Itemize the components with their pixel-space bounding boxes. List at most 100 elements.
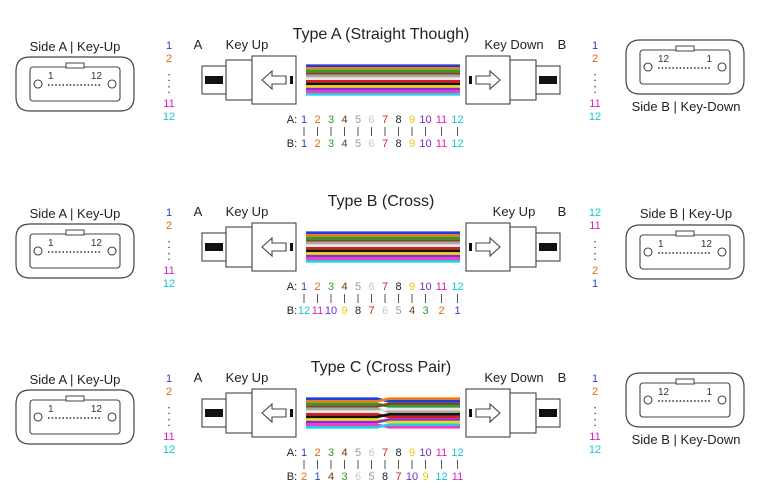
latch-body xyxy=(225,392,253,434)
mapping-b-number: 3 xyxy=(422,305,428,317)
left-fiber-number: 1 xyxy=(166,40,172,52)
ellipsis-dots: : xyxy=(167,69,171,84)
key-mark xyxy=(290,243,293,251)
guide-hole xyxy=(33,412,43,422)
mapping-a-number: 10 xyxy=(419,281,431,293)
mapping-a-number: 8 xyxy=(395,114,401,126)
connector-face-right: 12 1 xyxy=(625,39,745,95)
fiber-number-label: 1 xyxy=(706,54,712,65)
key-mark xyxy=(290,409,293,417)
right-fiber-number: 11 xyxy=(589,98,600,110)
plug-left xyxy=(201,222,297,272)
left-fiber-number: 11 xyxy=(163,265,174,277)
mapping-a-number: 11 xyxy=(436,281,447,293)
ellipsis-dots: : xyxy=(167,402,171,417)
mapping-b-number: 1 xyxy=(314,471,320,483)
mapping-b-number: 2 xyxy=(438,305,444,317)
mapping-a-number: 11 xyxy=(436,114,447,126)
right-fiber-number: 2 xyxy=(592,386,598,398)
boot-core xyxy=(205,409,223,417)
end-a-label: A xyxy=(194,37,203,52)
ellipsis-dots: : xyxy=(593,69,597,84)
fiber-line xyxy=(306,397,460,403)
key-arrow-icon xyxy=(261,69,287,91)
mapping-b-number: 11 xyxy=(452,471,463,483)
end-a-label: A xyxy=(194,204,203,219)
boot-core xyxy=(205,76,223,84)
row-title: Type B (Cross) xyxy=(328,193,435,210)
ellipsis-dots: : xyxy=(593,81,597,96)
right-fiber-number: 11 xyxy=(589,220,600,232)
ellipsis-dots: : xyxy=(167,248,171,263)
left-fiber-number: 1 xyxy=(166,207,172,219)
mapping-b-number: 6 xyxy=(355,471,361,483)
mapping-a-number: 3 xyxy=(328,114,334,126)
mapping-a-number: 5 xyxy=(355,281,361,293)
mapping-b-number: 12 xyxy=(298,305,310,317)
side-right-label: Side B | Key-Up xyxy=(640,206,732,221)
key-tab xyxy=(675,45,695,52)
mapping-a-number: 7 xyxy=(382,281,388,293)
mapping-b-number: 4 xyxy=(341,138,347,150)
left-fiber-number: 12 xyxy=(163,278,175,290)
fiber-line xyxy=(306,413,460,419)
key-arrow-icon xyxy=(475,69,501,91)
key-arrow-icon xyxy=(261,236,287,258)
key-tab xyxy=(65,62,85,69)
mapping-b-number: 7 xyxy=(368,305,374,317)
mapping-a-number: 12 xyxy=(451,114,463,126)
mapping-b-number: 8 xyxy=(355,305,361,317)
guide-hole xyxy=(107,79,117,89)
key-mark xyxy=(290,76,293,84)
mapping-a-number: 3 xyxy=(328,281,334,293)
latch-body xyxy=(225,226,253,268)
row-title: Type A (Straight Though) xyxy=(293,26,470,43)
mapping-b-number: 3 xyxy=(328,138,334,150)
fiber-number-label: 12 xyxy=(658,54,670,65)
latch-body xyxy=(509,392,537,434)
key-left-label: Key Up xyxy=(226,204,269,219)
mapping-a-number: 5 xyxy=(355,447,361,459)
mapping-a-number: 1 xyxy=(301,281,307,293)
guide-hole xyxy=(717,395,727,405)
left-fiber-number: 11 xyxy=(163,431,174,443)
plug-left xyxy=(201,55,297,105)
mapping-a-number: 9 xyxy=(409,447,415,459)
mapping-a-number: 2 xyxy=(314,114,320,126)
mapping-b-number: 6 xyxy=(382,305,388,317)
mapping-prefix-b: B: xyxy=(287,471,297,483)
left-fiber-number: 12 xyxy=(163,444,175,456)
fiber-number-label: 1 xyxy=(48,404,54,415)
mapping-a-number: 9 xyxy=(409,281,415,293)
fiber-ribbon xyxy=(306,397,460,429)
row-title: Type C (Cross Pair) xyxy=(311,359,451,376)
end-b-label: B xyxy=(558,370,567,385)
guide-hole xyxy=(717,247,727,257)
guide-hole xyxy=(107,246,117,256)
mapping-prefix-a: A: xyxy=(287,281,297,293)
mapping-a-number: 7 xyxy=(382,447,388,459)
guide-hole xyxy=(643,247,653,257)
mapping-b-number: 11 xyxy=(312,305,323,317)
ellipsis-dots: : xyxy=(593,402,597,417)
fiber-line xyxy=(306,407,460,413)
mapping-a-number: 9 xyxy=(409,114,415,126)
mapping-b-number: 5 xyxy=(368,471,374,483)
mapping-a-number: 2 xyxy=(314,447,320,459)
mapping-b-number: 9 xyxy=(422,471,428,483)
ferrule xyxy=(29,66,121,102)
mapping-a-number: 12 xyxy=(451,281,463,293)
side-left-label: Side A | Key-Up xyxy=(30,206,121,221)
guide-hole xyxy=(643,62,653,72)
key-mark xyxy=(469,243,472,251)
mapping-a-number: 2 xyxy=(314,281,320,293)
mapping-b-number: 9 xyxy=(409,138,415,150)
plug-right xyxy=(465,222,561,272)
right-fiber-number: 1 xyxy=(592,278,598,290)
end-a-label: A xyxy=(194,370,203,385)
mapping-b-number: 5 xyxy=(395,305,401,317)
